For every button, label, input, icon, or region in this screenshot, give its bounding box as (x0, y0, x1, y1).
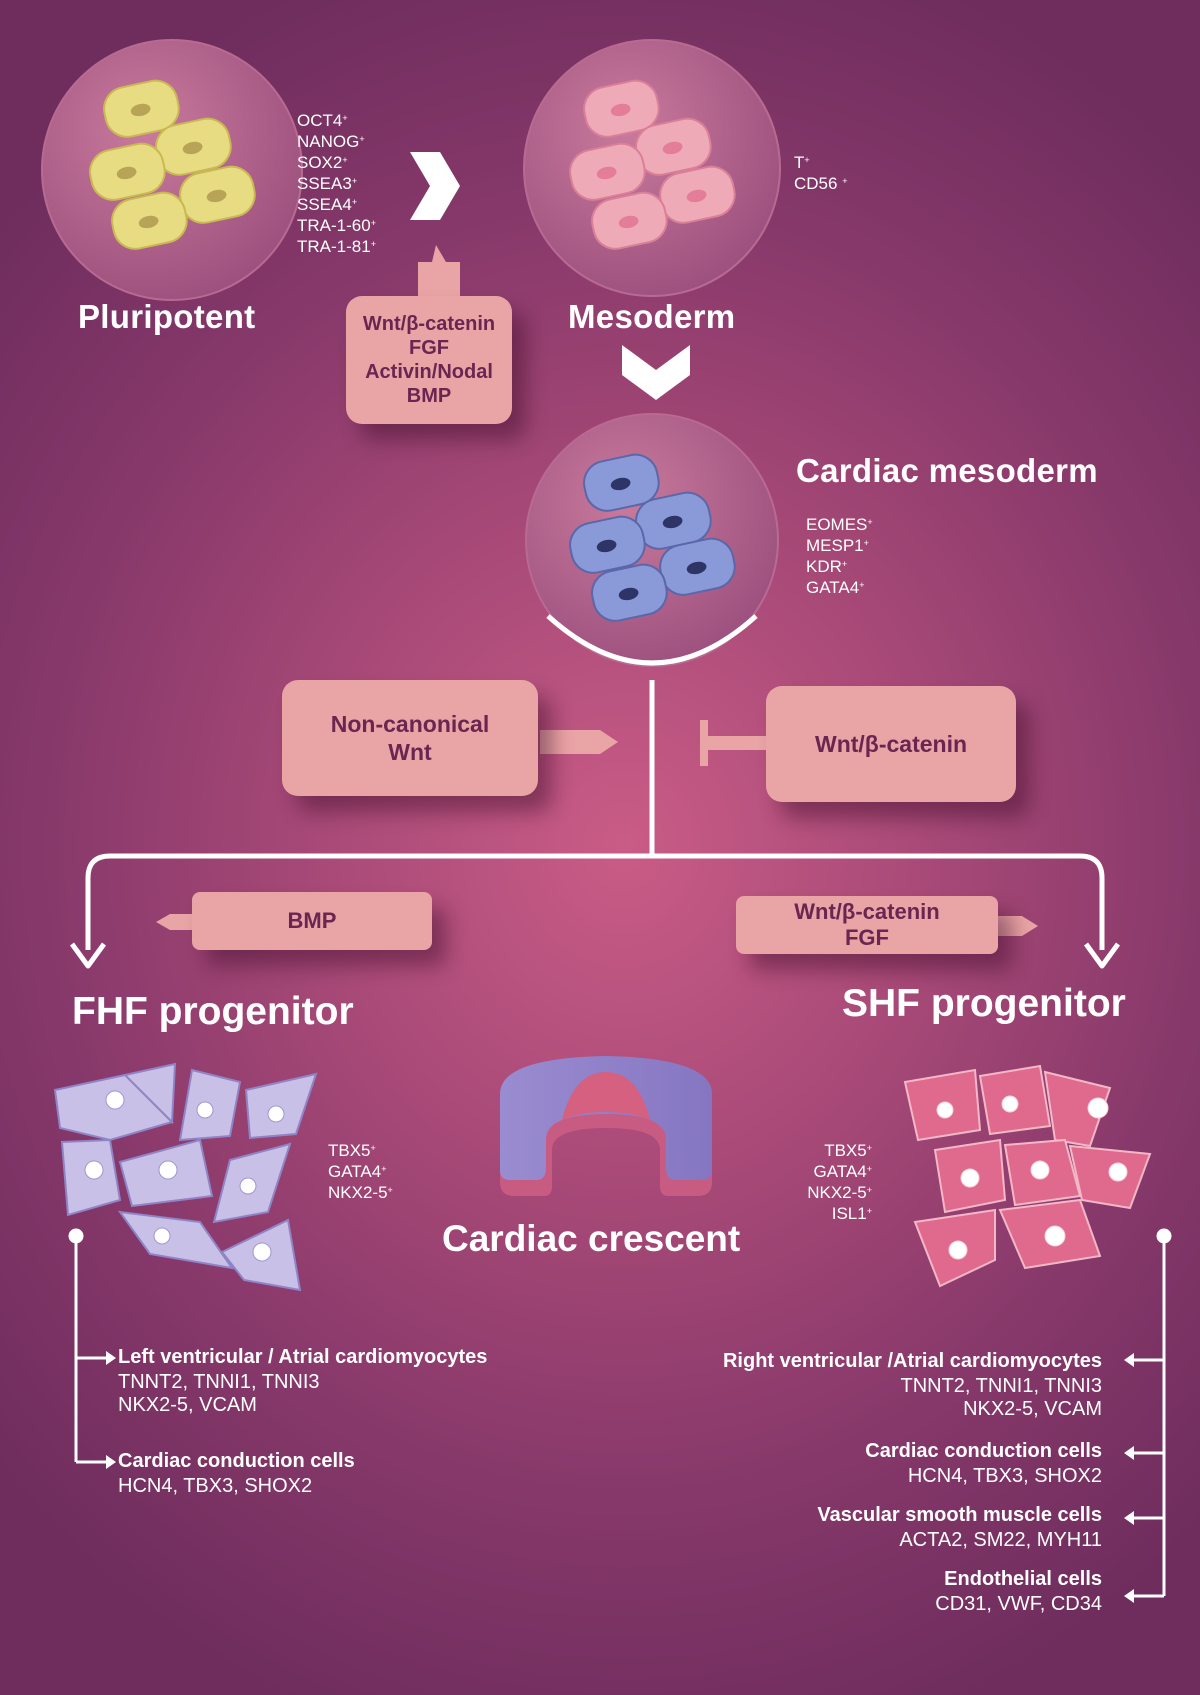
marker-item: EOMES+ (806, 515, 873, 534)
bmp-arrow (156, 914, 200, 930)
fhf-markers: TBX5+ GATA4+ NKX2-5+ (328, 1140, 393, 1203)
marker-item: TBX5+ (328, 1141, 376, 1160)
signal-box-pluri-meso: Wnt/β-catenin FGF Activin/Nodal BMP (346, 296, 512, 424)
marker-item: SSEA4+ (297, 195, 358, 214)
signal-box-wnt-inhibit: Wnt/β-catenin (766, 686, 1016, 802)
fhf-derivative-lines (68, 1228, 106, 1464)
shf-derivative-conduction: Cardiac conduction cells HCN4, TBX3, SHO… (865, 1440, 1102, 1487)
marker-item: KDR+ (806, 557, 848, 576)
wnt-inhibitor-bar (700, 720, 770, 766)
shf-derivative-vsmc: Vascular smooth muscle cells ACTA2, SM22… (817, 1504, 1102, 1551)
fhf-derivative-conduction: Cardiac conduction cells HCN4, TBX3, SHO… (118, 1450, 355, 1497)
signal-box-noncanonical-wnt: Non-canonical Wnt (282, 680, 538, 796)
shf-derivative-rv-atrial: Right ventricular /Atrial cardiomyocytes… (722, 1350, 1102, 1420)
marker-item: MESP1+ (806, 536, 869, 555)
signal-box-wnt-fgf: Wnt/β-catenin FGF (736, 896, 998, 954)
marker-item: ISL1+ (831, 1204, 872, 1223)
marker-item: NKX2-5+ (328, 1183, 393, 1202)
marker-item: NKX2-5+ (807, 1183, 872, 1202)
shf-derivative-lines (1134, 1228, 1172, 1598)
shf-progenitor-label: SHF progenitor (842, 982, 1126, 1025)
shf-cells (903, 1064, 1152, 1288)
pluripotent-cells (89, 79, 256, 250)
fhf-cells (53, 1062, 318, 1292)
cardiac-mesoderm-cells (569, 453, 736, 622)
shf-derivative-arrowheads (1124, 1353, 1134, 1603)
marker-item: OCT4+ (297, 111, 348, 130)
marker-item: TRA-1-60+ (297, 216, 376, 235)
branch-lines (69, 680, 1121, 969)
cardiac-crescent-label: Cardiac crescent (442, 1218, 741, 1259)
marker-item: T+ (794, 153, 810, 172)
shf-markers: TBX5+ GATA4+ NKX2-5+ ISL1+ (807, 1140, 872, 1224)
chevron-down-icon (622, 345, 690, 400)
pluripotent-markers: OCT4+ NANOG+ SOX2+ SSEA3+ SSEA4+ TRA-1-6… (297, 110, 376, 257)
shf-derivative-endothelial: Endothelial cells CD31, VWF, CD34 (935, 1568, 1102, 1615)
cardiac-mesoderm-markers: EOMES+ MESP1+ KDR+ GATA4+ (806, 514, 873, 598)
mesoderm-cells (569, 79, 736, 250)
cardiac-crescent-shape (500, 1056, 712, 1196)
wnt-fgf-arrow (990, 916, 1038, 936)
marker-item: TBX5+ (824, 1141, 872, 1160)
marker-item: GATA4+ (328, 1162, 387, 1181)
signal-pointer-up (418, 245, 460, 302)
marker-item: CD56 + (794, 174, 848, 193)
noncanonical-arrow (540, 730, 618, 754)
fhf-progenitor-label: FHF progenitor (72, 990, 354, 1033)
marker-item: NANOG+ (297, 132, 365, 151)
mesoderm-label: Mesoderm (568, 298, 736, 335)
signal-box-bmp: BMP (192, 892, 432, 950)
fhf-derivative-lv-atrial: Left ventricular / Atrial cardiomyocytes… (118, 1346, 488, 1416)
marker-item: SOX2+ (297, 153, 348, 172)
pluripotent-label: Pluripotent (78, 298, 256, 335)
mesoderm-markers: T+ CD56 + (794, 152, 847, 194)
fhf-derivative-arrowheads (106, 1351, 116, 1469)
marker-item: GATA4+ (806, 578, 865, 597)
chevron-right-icon (410, 152, 460, 220)
marker-item: GATA4+ (813, 1162, 872, 1181)
marker-item: TRA-1-81+ (297, 237, 376, 256)
marker-item: SSEA3+ (297, 174, 358, 193)
cardiac-mesoderm-label: Cardiac mesoderm (796, 452, 1098, 489)
